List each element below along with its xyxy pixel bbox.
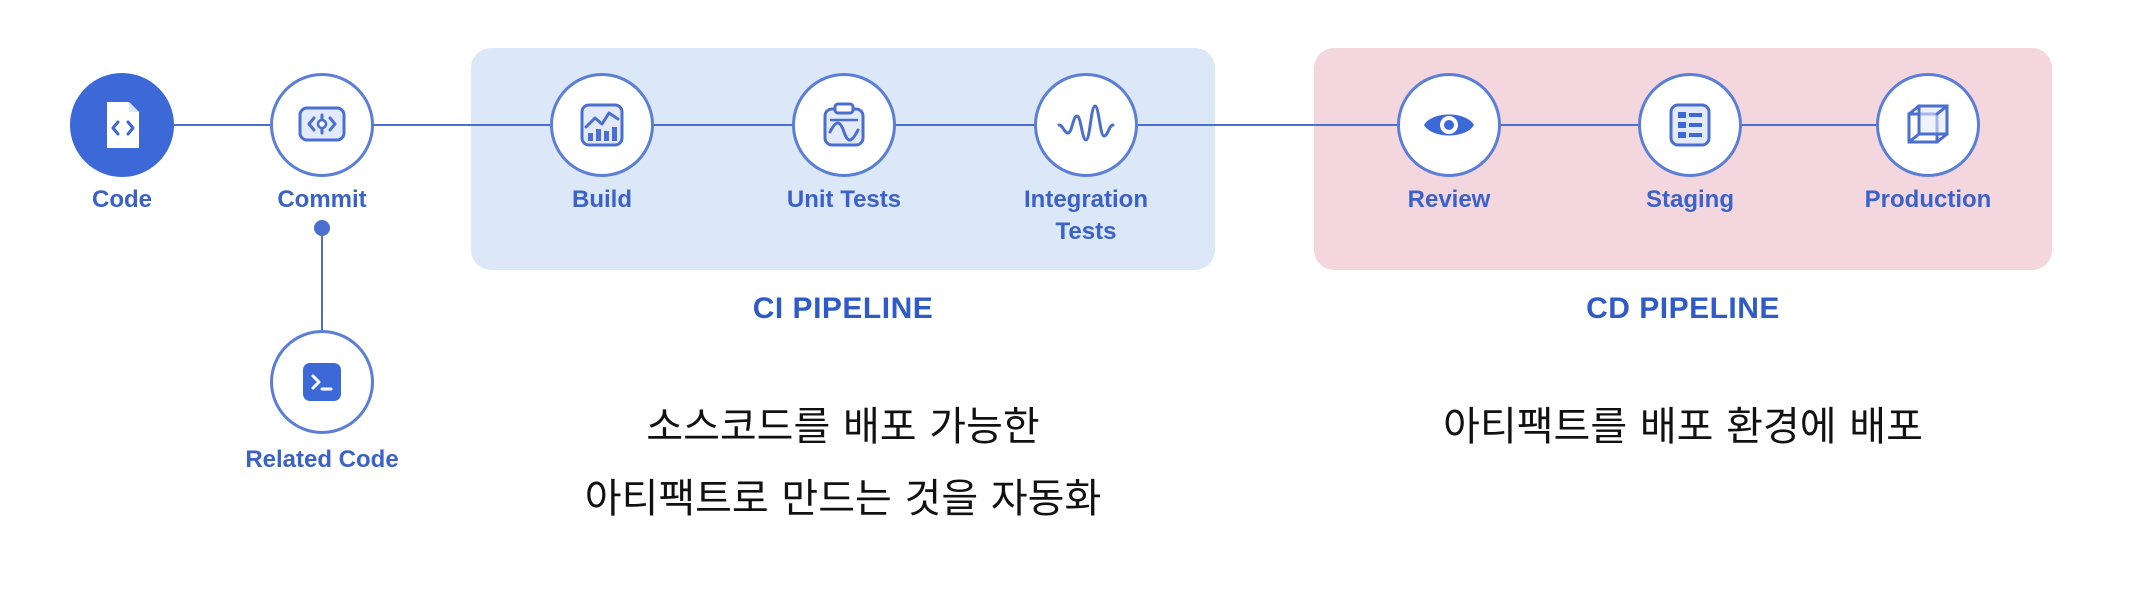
unit-tests-label: Unit Tests — [786, 186, 902, 213]
waveform-icon — [1057, 104, 1115, 142]
terminal-icon — [303, 363, 341, 401]
branch-connector-line — [321, 228, 323, 338]
staging-label: Staging — [1646, 186, 1734, 213]
branch-dot — [314, 220, 330, 236]
cd-description-line1: 아티팩트를 배포 환경에 배포 — [1443, 404, 1923, 450]
ci-pipeline-title: CI PIPELINE — [752, 292, 934, 325]
commit-code-icon — [298, 106, 346, 142]
integration-tests-node — [1034, 73, 1138, 177]
review-label: Review — [1407, 186, 1491, 213]
build-node — [550, 73, 654, 177]
list-document-icon — [1669, 103, 1711, 147]
build-label: Build — [572, 186, 632, 213]
unit-tests-node — [792, 73, 896, 177]
ci-description-line1: 소스코드를 배포 가능한 — [646, 404, 1040, 450]
commit-label: Commit — [277, 186, 367, 213]
code-file-icon — [107, 102, 139, 148]
ci-description-line2: 아티팩트로 만드는 것을 자동화 — [584, 476, 1102, 522]
related-code-label: Related Code — [245, 446, 399, 473]
clipboard-wave-icon — [823, 102, 865, 147]
production-label: Production — [1864, 186, 1992, 213]
integration-tests-label-line1: Integration — [1024, 186, 1148, 213]
eye-icon — [1424, 114, 1474, 136]
related-code-node — [270, 330, 374, 434]
cube-icon — [1907, 104, 1949, 144]
code-label: Code — [92, 186, 152, 213]
review-node — [1397, 73, 1501, 177]
bar-chart-icon — [580, 103, 624, 147]
staging-node — [1638, 73, 1742, 177]
code-node — [70, 73, 174, 177]
commit-node — [270, 73, 374, 177]
cd-pipeline-title: CD PIPELINE — [1586, 292, 1780, 325]
production-node — [1876, 73, 1980, 177]
integration-tests-label-line2: Tests — [1055, 218, 1117, 245]
